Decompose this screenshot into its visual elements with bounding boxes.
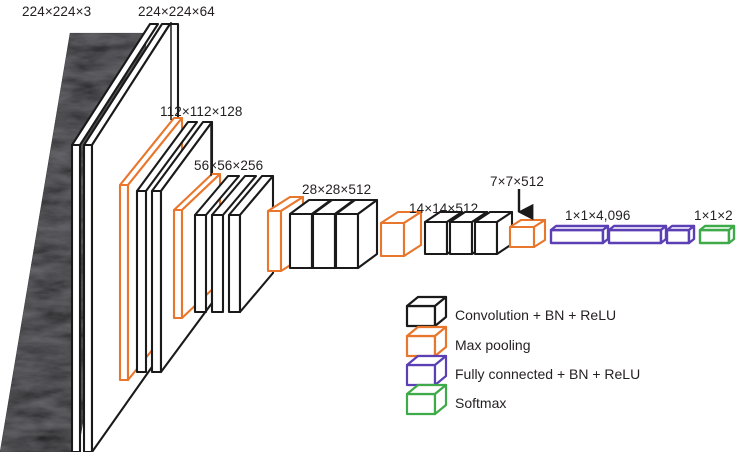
leader-lines bbox=[170, 22, 212, 176]
dim-label-input: 224×224×3 bbox=[22, 4, 92, 19]
legend-cube-convolution bbox=[405, 295, 448, 328]
legend-cube-max-pooling bbox=[405, 325, 448, 358]
fully-connected-3 bbox=[665, 224, 696, 245]
softmax-output bbox=[698, 224, 736, 245]
legend-label-fully-connected: Fully connected + BN + ReLU bbox=[455, 366, 641, 382]
dim-label-pool5: 7×7×512 bbox=[490, 174, 545, 189]
conv-block-5 bbox=[423, 210, 514, 256]
dim-label-fc: 1×1×4,096 bbox=[565, 208, 631, 223]
legend-cube-fully-connected bbox=[405, 354, 448, 387]
dim-label-conv3: 56×56×256 bbox=[194, 158, 264, 173]
fully-connected-1 bbox=[549, 224, 610, 245]
dim-label-conv4: 28×28×512 bbox=[302, 182, 372, 197]
max-pool-5 bbox=[508, 218, 547, 249]
fully-connected-2 bbox=[607, 224, 668, 245]
conv-block-3 bbox=[193, 174, 275, 314]
dim-label-conv2: 112×112×128 bbox=[160, 104, 243, 119]
legend-label-max-pooling: Max pooling bbox=[455, 337, 531, 353]
max-pool-4 bbox=[379, 210, 423, 258]
dim-label-conv5: 14×14×512 bbox=[409, 201, 479, 216]
conv-block-4 bbox=[288, 198, 379, 270]
dim-label-out: 1×1×2 bbox=[694, 208, 733, 223]
legend-cube-softmax bbox=[405, 383, 448, 416]
legend-label-convolution: Convolution + BN + ReLU bbox=[455, 307, 617, 323]
legend-label-softmax: Softmax bbox=[455, 395, 507, 411]
dim-label-conv1: 224×224×64 bbox=[138, 4, 215, 19]
